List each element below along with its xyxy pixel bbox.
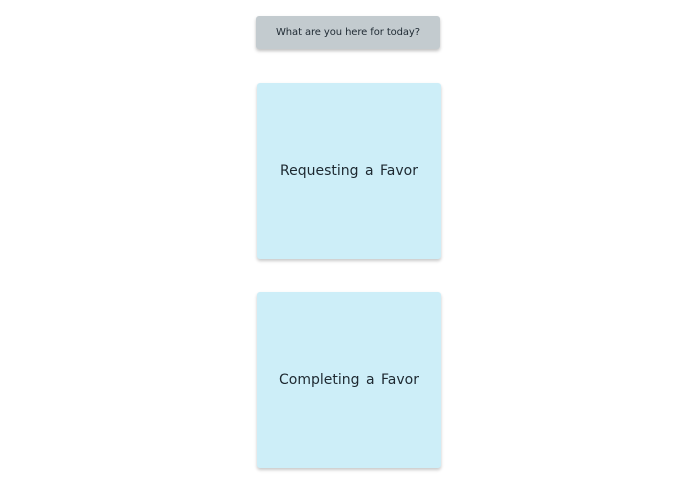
completing-favor-button[interactable]: Completing a Favor bbox=[257, 292, 441, 468]
question-banner: What are you here for today? bbox=[256, 16, 440, 49]
completing-favor-label: Completing a Favor bbox=[279, 372, 419, 388]
requesting-favor-label: Requesting a Favor bbox=[280, 163, 418, 179]
requesting-favor-button[interactable]: Requesting a Favor bbox=[257, 83, 441, 259]
question-text: What are you here for today? bbox=[276, 27, 420, 38]
